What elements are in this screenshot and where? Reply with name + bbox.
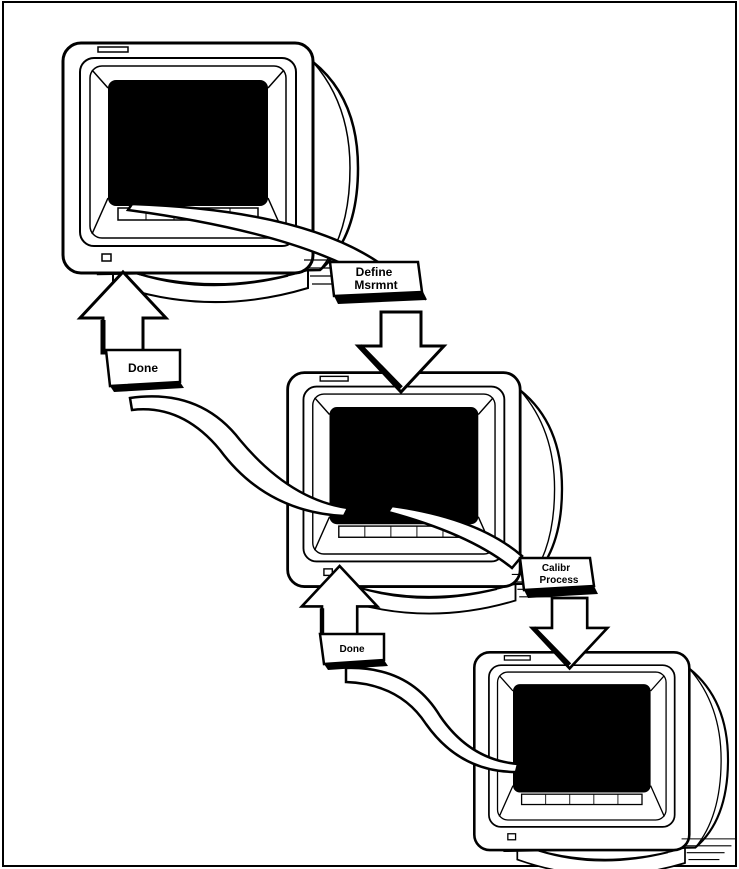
swoosh-connector [344, 666, 520, 774]
key-label: Define [356, 265, 393, 279]
swoosh-connector [385, 504, 524, 570]
key-label: Done [340, 644, 365, 655]
monitor-icon [473, 651, 738, 869]
key-label: Done [128, 361, 158, 375]
define-measurement-key[interactable]: Define Msrmnt [328, 260, 427, 304]
done-key-upper[interactable]: Done [104, 348, 184, 392]
done-key-lower[interactable]: Done [318, 632, 388, 670]
key-label: Msrmnt [354, 278, 397, 292]
swoosh-connector [128, 395, 350, 518]
calibr-process-key[interactable]: Calibr Process [518, 556, 598, 598]
key-label: Process [540, 575, 579, 586]
monitor-icon [61, 41, 370, 304]
key-label: Calibr [542, 563, 570, 574]
